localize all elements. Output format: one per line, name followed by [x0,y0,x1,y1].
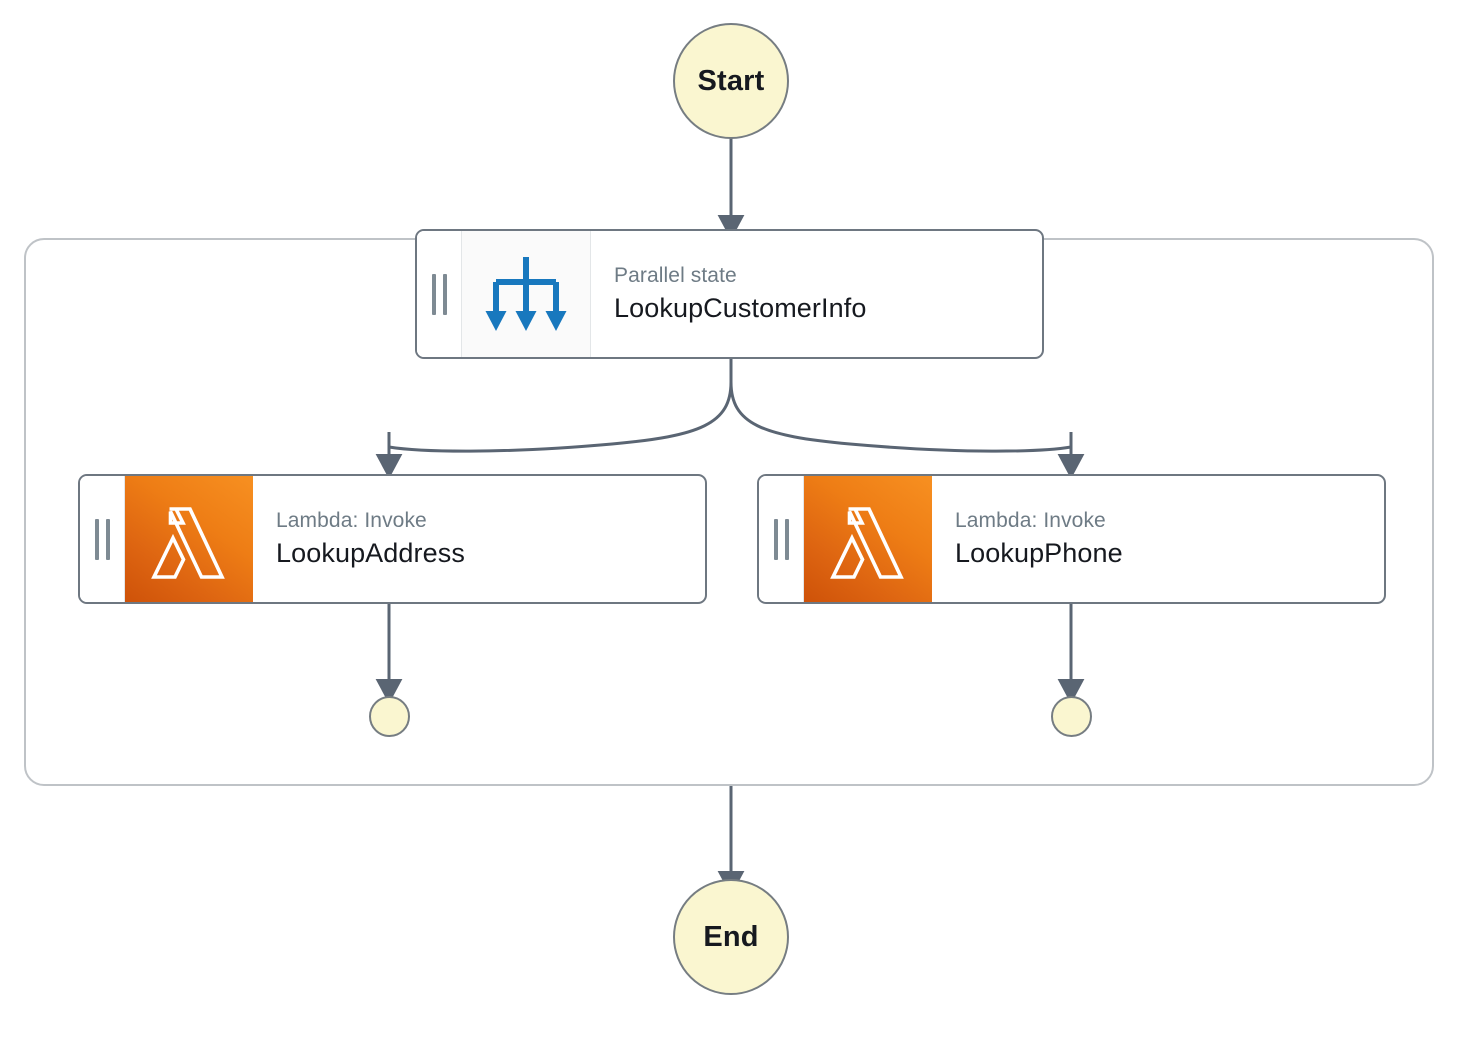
drag-handle[interactable] [417,231,462,357]
state-node-subtitle: Lambda: Invoke [276,509,427,533]
start-label: Start [697,64,765,97]
state-node-lookupphone[interactable]: Lambda: Invoke LookupPhone [757,474,1386,604]
aws-lambda-icon [804,476,932,602]
state-node-subtitle: Parallel state [614,264,737,288]
state-node-lookupaddress-text: Lambda: Invoke LookupAddress [253,476,705,602]
aws-lambda-icon [125,476,253,602]
drag-handle[interactable] [80,476,125,602]
branch-end-circle-lookupphone[interactable] [1051,696,1092,737]
state-node-parallel-text: Parallel state LookupCustomerInfo [591,231,1042,357]
handle-bar-left [94,518,99,560]
start-node[interactable]: Start [673,23,789,139]
branch-end-circle-lookupaddress[interactable] [369,696,410,737]
end-node[interactable]: End [673,879,789,995]
handle-bar-right [442,273,447,315]
handle-bar-left [773,518,778,560]
handle-bar-right [105,518,110,560]
handle-bar-left [431,273,436,315]
handle-bar-right [784,518,789,560]
state-node-lookupphone-text: Lambda: Invoke LookupPhone [932,476,1384,602]
parallel-fork-icon [462,231,591,357]
state-node-title: LookupCustomerInfo [614,292,867,323]
state-node-parallel[interactable]: Parallel state LookupCustomerInfo [415,229,1044,359]
state-node-subtitle: Lambda: Invoke [955,509,1106,533]
end-label: End [703,920,759,953]
drag-handle[interactable] [759,476,804,602]
state-node-title: LookupPhone [955,537,1123,568]
state-node-lookupaddress[interactable]: Lambda: Invoke LookupAddress [78,474,707,604]
state-node-title: LookupAddress [276,537,465,568]
